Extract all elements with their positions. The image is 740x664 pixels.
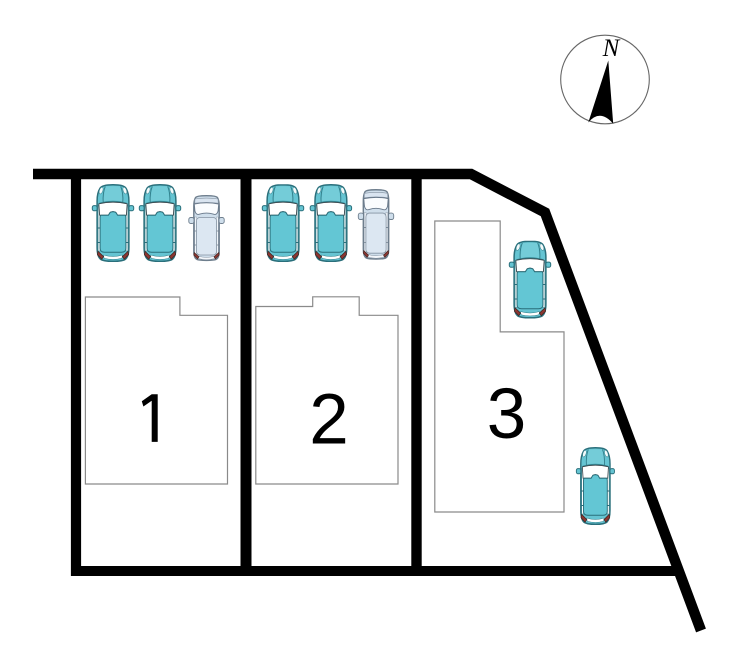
svg-text:N: N	[602, 35, 621, 62]
svg-text:3: 3	[487, 375, 527, 454]
svg-text:2: 2	[309, 380, 349, 459]
